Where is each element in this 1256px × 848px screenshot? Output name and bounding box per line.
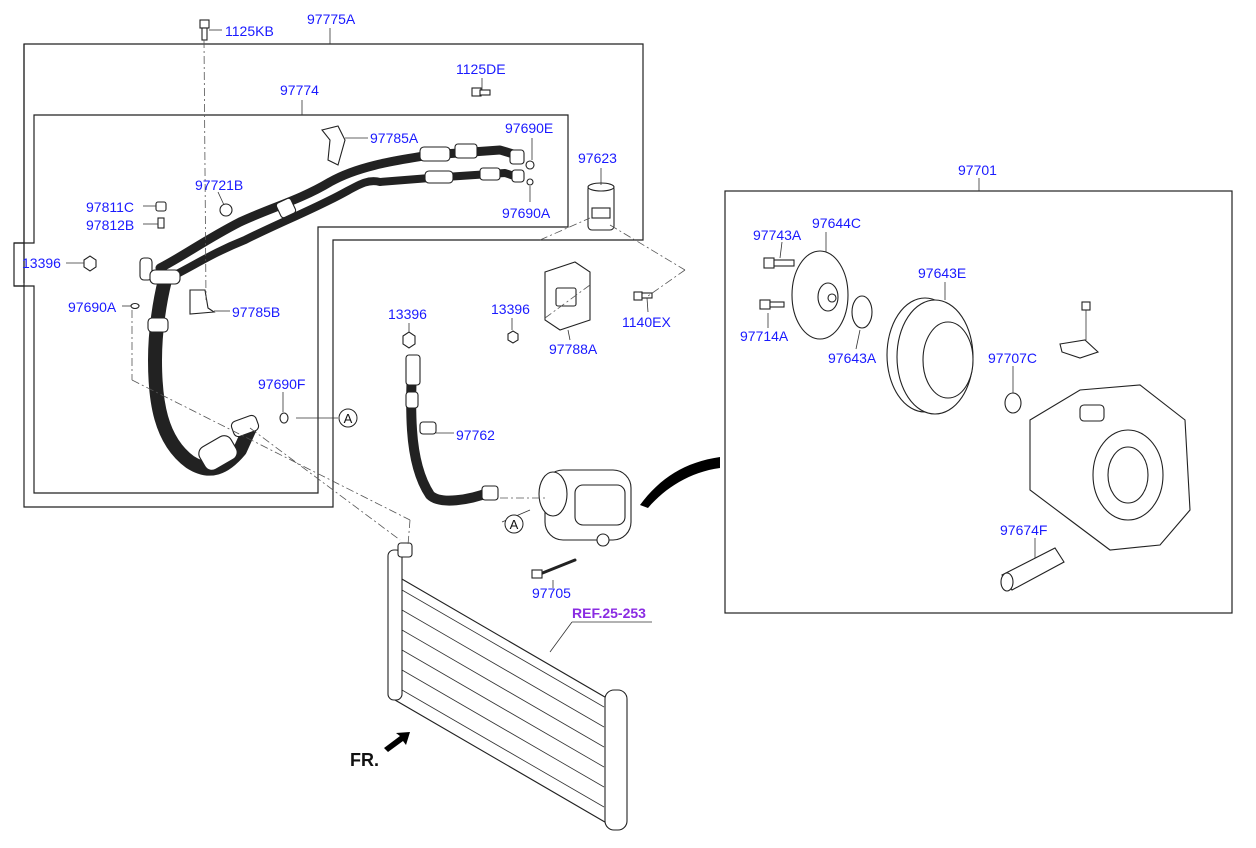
label-97690A-left[interactable]: 97690A — [68, 299, 117, 315]
label-97811C[interactable]: 97811C — [86, 199, 134, 215]
label-13396-left[interactable]: 13396 — [22, 255, 61, 271]
discharge-hose-97762 — [405, 354, 499, 506]
label-97690E[interactable]: 97690E — [505, 120, 553, 136]
pulley-97643E — [886, 297, 974, 415]
label-97743A[interactable]: 97743A — [753, 227, 802, 243]
condenser — [387, 542, 628, 831]
label-97721B[interactable]: 97721B — [195, 177, 243, 193]
label-97705[interactable]: 97705 — [532, 585, 571, 601]
label-97623[interactable]: 97623 — [578, 150, 617, 166]
snap-ring-97643A — [851, 295, 873, 329]
label-13396-mid[interactable]: 13396 — [388, 306, 427, 322]
sensor-97674F — [1000, 547, 1065, 592]
label-97707C[interactable]: 97707C — [988, 350, 1037, 366]
bolt-1125DE — [471, 87, 491, 97]
label-1125KB[interactable]: 1125KB — [225, 23, 274, 39]
svg-text:A: A — [510, 517, 519, 532]
bolt-1125KB — [199, 19, 210, 41]
cap-97811C — [155, 201, 167, 212]
dash-lines — [131, 39, 686, 546]
label-97714A[interactable]: 97714A — [740, 328, 789, 344]
label-97812B[interactable]: 97812B — [86, 217, 134, 233]
label-97762[interactable]: 97762 — [456, 427, 495, 443]
bracket-top-detail — [1059, 301, 1100, 359]
label-97690F[interactable]: 97690F — [258, 376, 305, 392]
nut-97721B — [219, 203, 233, 217]
nut-13396-left — [83, 255, 97, 272]
nut-13396-mid — [402, 331, 416, 349]
label-97701[interactable]: 97701 — [958, 162, 997, 178]
label-97643E[interactable]: 97643E — [918, 265, 966, 281]
label-97644C[interactable]: 97644C — [812, 215, 861, 231]
svg-text:A: A — [344, 411, 353, 426]
front-label: FR. — [350, 750, 379, 770]
valve-97812B — [157, 217, 165, 229]
label-1125DE[interactable]: 1125DE — [456, 61, 506, 77]
bolt-1140EX — [633, 291, 653, 301]
compressor-body-detail — [1029, 384, 1191, 551]
suction-hose-assembly — [139, 143, 535, 476]
marker-a-upper: A — [338, 408, 358, 428]
bolt-97743A — [763, 257, 795, 269]
marker-a-lower: A — [504, 514, 524, 534]
compressor-detail-box — [724, 190, 1233, 614]
label-97774[interactable]: 97774 — [280, 82, 319, 98]
bolt-97714A — [759, 299, 785, 310]
bracket-97785B — [189, 289, 216, 315]
bracket-97785A — [321, 125, 346, 166]
leader-lines — [66, 28, 1036, 653]
label-97785B[interactable]: 97785B — [232, 304, 280, 320]
label-97785A[interactable]: 97785A — [370, 130, 419, 146]
label-97788A[interactable]: 97788A — [549, 341, 598, 357]
oring-97690A-left — [130, 302, 140, 310]
label-97643A[interactable]: 97643A — [828, 350, 877, 366]
oring-97690F — [279, 412, 289, 424]
label-97674F[interactable]: 97674F — [1000, 522, 1047, 538]
front-indicator: FR. — [350, 732, 410, 770]
label-1140EX[interactable]: 1140EX — [622, 314, 671, 330]
block-97788A — [544, 261, 591, 331]
compressor-assembly-small — [538, 469, 632, 547]
bolt-97705 — [531, 558, 577, 579]
clutch-plate-97644C — [791, 250, 849, 340]
nut-13396-small — [507, 330, 519, 344]
label-13396-small[interactable]: 13396 — [491, 301, 530, 317]
label-97775A[interactable]: 97775A — [307, 11, 356, 27]
ref-label[interactable]: REF.25-253 — [572, 605, 646, 621]
receiver-drier-97623 — [587, 182, 615, 231]
detail-pointer — [640, 457, 720, 508]
seal-97707C — [1004, 392, 1022, 414]
label-97690A-top[interactable]: 97690A — [502, 205, 551, 221]
